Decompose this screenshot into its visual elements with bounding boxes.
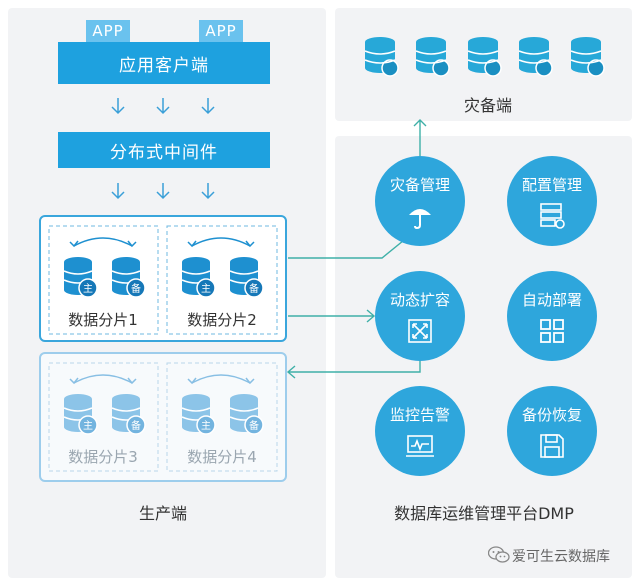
server-list-icon — [540, 203, 565, 229]
dr-databases — [364, 37, 605, 77]
wechat-logo-icon — [488, 546, 510, 563]
module-label: 灾备管理 — [389, 176, 450, 194]
sync-arrow-icon — [73, 374, 133, 384]
dr-db-icon-1 — [365, 37, 399, 77]
sync-arrow-icon — [73, 237, 133, 247]
primary-db-icon — [63, 257, 98, 298]
backup-mark: 备 — [131, 419, 141, 432]
arrow-to-dr — [413, 119, 427, 156]
module-config-management: 配置管理 — [507, 156, 597, 246]
arrow-shard-to-scaling — [288, 309, 376, 323]
backup-mark: 备 — [249, 282, 259, 295]
backup-db-icon — [229, 257, 264, 298]
module-label: 动态扩容 — [389, 291, 450, 309]
down-arrow-icon — [156, 183, 170, 200]
production-caption: 生产端 — [138, 504, 187, 523]
module-dr-management: 灾备管理 — [375, 156, 465, 246]
floppy-disk-icon — [540, 434, 564, 458]
client-bar: 应用客户端 — [58, 42, 270, 84]
module-label: 监控告警 — [389, 406, 450, 424]
primary-db-icon — [63, 394, 98, 435]
down-arrow-icon — [201, 98, 215, 115]
primary-db-icon — [181, 257, 216, 298]
module-auto-deploy: 自动部署 — [507, 271, 597, 361]
primary-mark: 主 — [201, 420, 211, 432]
shard-1-databases: 主 备 — [63, 237, 146, 298]
module-label: 备份恢复 — [521, 406, 582, 424]
arrow-scaling-to-shard — [286, 354, 421, 379]
watermark-text: 爱可生云数据库 — [512, 549, 610, 565]
shard-4-databases: 主 备 — [181, 374, 264, 435]
backup-mark: 备 — [249, 419, 259, 432]
module-dynamic-scaling: 动态扩容 — [375, 271, 465, 361]
module-label: 自动部署 — [521, 291, 582, 309]
middleware-bar: 分布式中间件 — [58, 132, 270, 168]
app-tag-1: APP — [86, 20, 130, 42]
monitor-icon — [406, 435, 434, 457]
module-monitoring-alert: 监控告警 — [375, 386, 465, 476]
shard-2-label: 数据分片2 — [187, 311, 257, 329]
backup-mark: 备 — [131, 282, 141, 295]
grid-icon — [540, 319, 564, 343]
down-arrows-top — [111, 98, 215, 200]
down-arrow-icon — [111, 98, 125, 115]
dmp-caption: 数据库运维管理平台DMP — [394, 504, 574, 523]
down-arrow-icon — [156, 98, 170, 115]
shard-3-databases: 主 备 — [63, 374, 146, 435]
module-backup-restore: 备份恢复 — [507, 386, 597, 476]
shard-groups — [39, 215, 287, 482]
primary-mark: 主 — [83, 420, 93, 432]
shard-3-label: 数据分片3 — [68, 448, 138, 466]
shard-1-label: 数据分片1 — [68, 311, 138, 329]
app-tag-2: APP — [199, 20, 243, 42]
disaster-recovery-label: 灾备端 — [463, 96, 512, 115]
umbrella-icon — [409, 209, 431, 230]
primary-db-icon — [181, 394, 216, 435]
module-label: 配置管理 — [521, 176, 582, 194]
dr-db-icon-5 — [571, 37, 605, 77]
primary-mark: 主 — [201, 283, 211, 295]
backup-db-icon — [111, 394, 146, 435]
backup-db-icon — [229, 394, 264, 435]
expand-icon — [408, 319, 432, 343]
down-arrow-icon — [201, 183, 215, 200]
primary-mark: 主 — [83, 283, 93, 295]
backup-db-icon — [111, 257, 146, 298]
sync-arrow-icon — [191, 374, 251, 384]
shard-2-databases: 主 备 — [181, 237, 264, 298]
shard-4-label: 数据分片4 — [187, 448, 257, 466]
down-arrow-icon — [111, 183, 125, 200]
sync-arrow-icon — [191, 237, 251, 247]
